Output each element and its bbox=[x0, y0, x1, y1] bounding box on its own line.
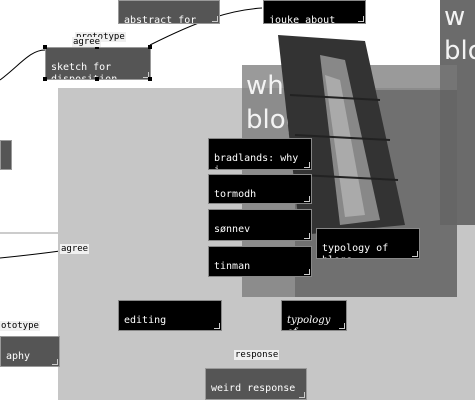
note-sketch[interactable]: sketch for disposition with bbox=[45, 47, 151, 80]
note-abstract[interactable]: abstract for SKIKT bbox=[118, 0, 220, 24]
note-typology-italic-label: typology of blogs bbox=[287, 315, 331, 330]
note-tormodh[interactable]: tormodh bbox=[208, 174, 312, 204]
link-label[interactable]: agree bbox=[60, 244, 90, 254]
note-sonnev[interactable]: sønnev bbox=[208, 209, 312, 241]
region-right-title: w blo bbox=[444, 2, 475, 66]
note-editing-label: editing bbox=[124, 315, 167, 326]
note-typology-italic[interactable]: typology of blogs bbox=[281, 300, 347, 331]
resize-handle[interactable] bbox=[148, 45, 152, 49]
note-editing[interactable]: editing bbox=[118, 300, 222, 331]
note-jouke[interactable]: jouke about blogs bbox=[263, 0, 366, 24]
scanned-image bbox=[278, 35, 405, 235]
note-bradlands[interactable]: bradlands: why i blog bbox=[208, 138, 312, 170]
note-graphy-label: aphy bbox=[6, 351, 31, 362]
note-tinman[interactable]: tinman bbox=[208, 246, 312, 277]
note-jouke-label: jouke about blogs bbox=[269, 15, 336, 24]
note-typology-ockham[interactable]: typology of blogs (ockham's razor) bbox=[316, 228, 420, 259]
note-sketch-label: sketch for disposition with bbox=[51, 62, 118, 80]
note-weird-response[interactable]: weird response bbox=[205, 368, 307, 400]
resize-handle[interactable] bbox=[95, 77, 99, 81]
note-graphy[interactable]: aphy bbox=[0, 336, 60, 367]
note-tormodh-label: tormodh bbox=[214, 189, 257, 200]
note-abstract-label: abstract for SKIKT bbox=[124, 15, 197, 24]
note-bradlands-label: bradlands: why i blog bbox=[214, 153, 299, 169]
resize-handle[interactable] bbox=[43, 77, 47, 81]
link-label[interactable]: agree bbox=[72, 37, 102, 47]
link-label[interactable]: ototype bbox=[0, 321, 40, 331]
resize-handle[interactable] bbox=[95, 45, 99, 49]
note-tinman-label: tinman bbox=[214, 261, 251, 272]
note-weird-response-label: weird response bbox=[211, 383, 296, 394]
resize-handle[interactable] bbox=[43, 45, 47, 49]
note-typology-ockham-label: typology of blogs (ockham's razor) bbox=[322, 243, 389, 258]
resize-handle[interactable] bbox=[148, 77, 152, 81]
link-label[interactable]: response bbox=[234, 350, 280, 360]
note-sonnev-label: sønnev bbox=[214, 224, 251, 235]
note-offscreen-left[interactable] bbox=[0, 140, 12, 170]
